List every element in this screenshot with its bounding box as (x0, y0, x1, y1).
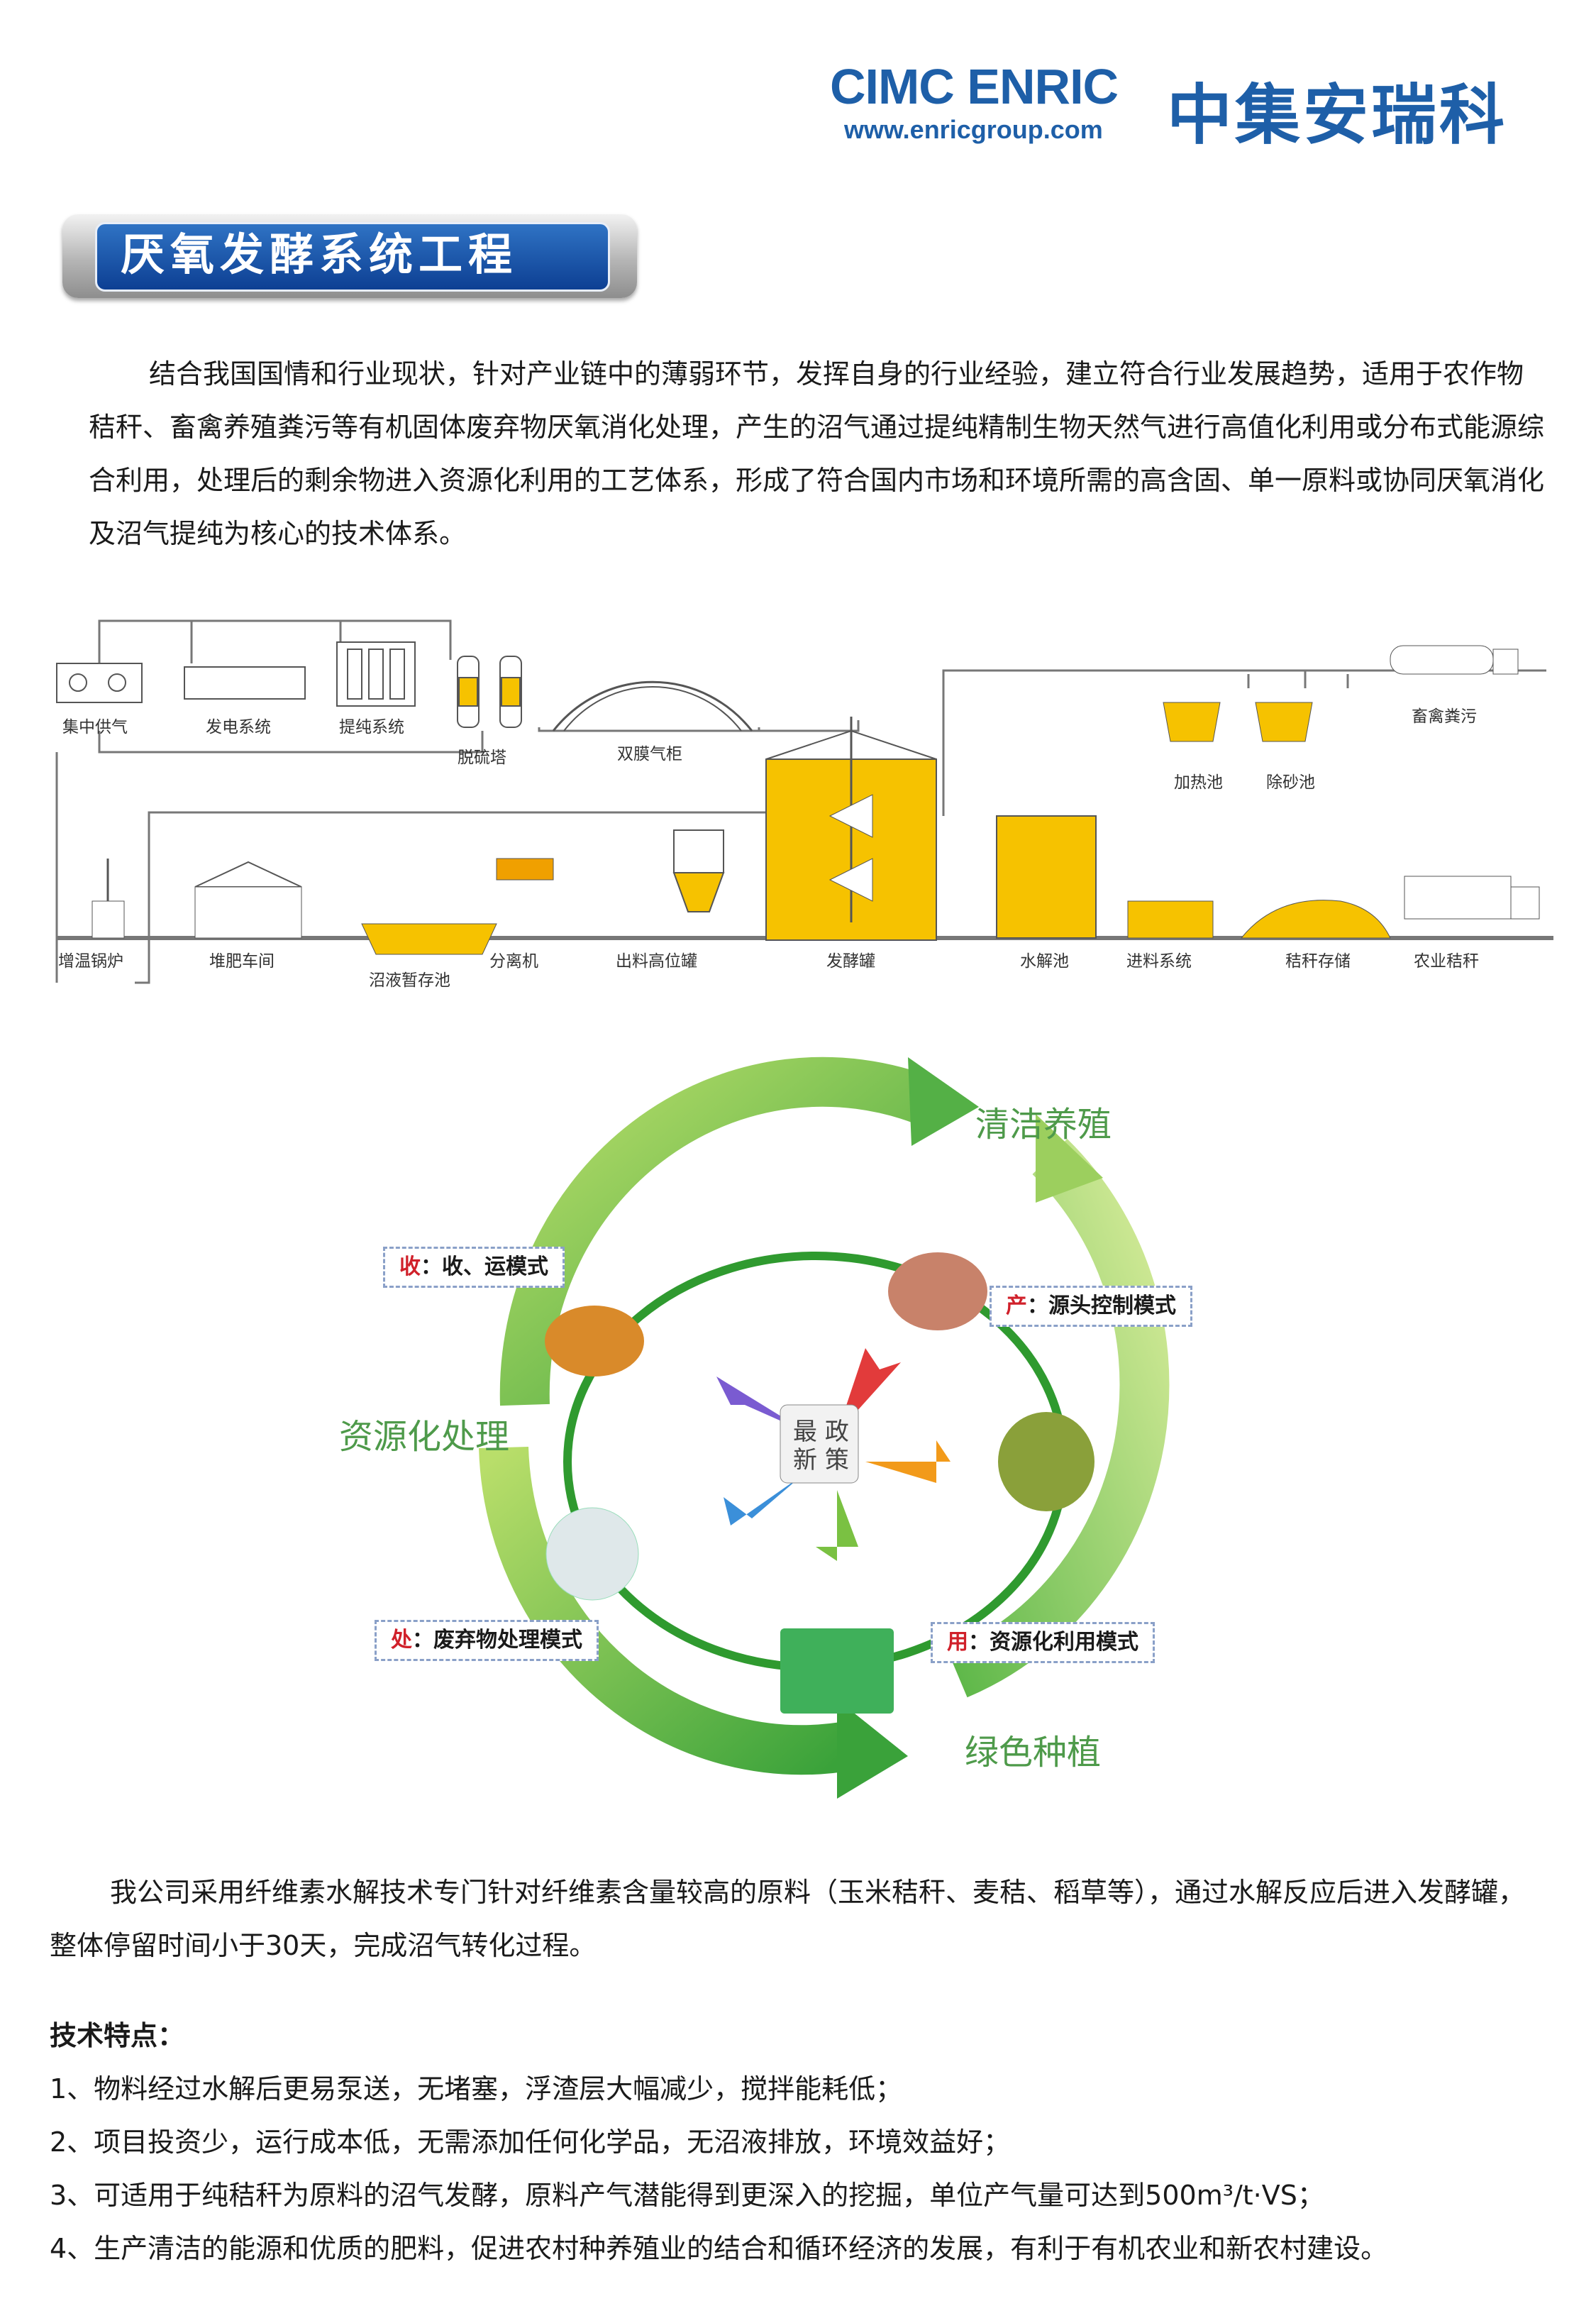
logo-url: www.enricgroup.com (844, 115, 1103, 144)
features-title: 技术特点： (50, 2020, 185, 2051)
label-gas-holder: 双膜气柜 (617, 745, 682, 763)
feature-item: 1、物料经过水解后更易泵送，无堵塞，浮渣层大幅减少，搅拌能耗低； (50, 2073, 903, 2104)
photo-crops (998, 1412, 1095, 1511)
photo-truck (545, 1306, 644, 1377)
process-flow-diagram (55, 619, 1553, 984)
label-resource-treatment: 资源化处理 (339, 1417, 510, 1457)
mode-waste-treatment: 处：废弃物处理模式 (375, 1620, 599, 1661)
feature-item: 2、项目投资少，运行成本低，无需添加任何化学品，无沼液排放，环境效益好； (50, 2126, 1011, 2158)
photo-fertilizer (780, 1628, 894, 1714)
label-desanding-tank: 除砂池 (1266, 773, 1315, 792)
photo-plant (545, 1507, 639, 1601)
mode-collection-transport: 收：收、运模式 (383, 1247, 565, 1288)
page-title: 厌氧发酵系统工程 (121, 228, 519, 280)
intro-paragraph: 结合我国国情和行业现状，针对产业链中的薄弱环节，发挥自身的行业经验，建立符合行业… (89, 358, 1545, 549)
label-agricultural-straw: 农业秸秆 (1414, 952, 1479, 971)
label-digestate-tank: 沼液暂存池 (369, 971, 450, 990)
feature-item: 4、生产清洁的能源和优质的肥料，促进农村种养殖业的结合和循环经济的发展，有利于有… (50, 2233, 1388, 2264)
label-fermenter: 发酵罐 (826, 952, 875, 971)
logo-english: CIMC ENRIC (830, 59, 1119, 114)
label-discharge-tank: 出料高位罐 (616, 952, 697, 971)
label-hydrolysis-tank: 水解池 (1020, 952, 1069, 971)
label-desulfurization-tower: 脱硫塔 (458, 749, 506, 767)
label-power-system: 发电系统 (206, 718, 271, 737)
label-clean-breeding: 清洁养殖 (975, 1105, 1112, 1144)
logo-chinese: 中集安瑞科 (1167, 77, 1508, 153)
label-feeding-system: 进料系统 (1126, 952, 1192, 971)
cycle-diagram (479, 1057, 1170, 1799)
mode-source-control: 产：源头控制模式 (990, 1286, 1192, 1327)
label-boiler: 增温锅炉 (58, 952, 123, 971)
label-manure: 畜禽粪污 (1412, 707, 1477, 726)
mode-resource-utilization: 用：资源化利用模式 (931, 1622, 1155, 1663)
label-heating-tank: 加热池 (1174, 773, 1223, 792)
label-green-planting: 绿色种植 (965, 1733, 1102, 1772)
label-straw-storage: 秸秆存储 (1285, 952, 1351, 971)
label-compost-workshop: 堆肥车间 (209, 952, 275, 971)
center-book-text: 最 政 新 策 (793, 1418, 849, 1474)
feature-item: 3、可适用于纯秸秆为原料的沼气发酵，原料产气潜能得到更深入的挖掘，单位产气量可达… (50, 2180, 1324, 2211)
hydrolysis-paragraph: 我公司采用纤维素水解技术专门针对纤维素含量较高的原料（玉米秸秆、麦秸、稻草等），… (50, 1877, 1526, 1961)
label-upgrading-system: 提纯系统 (339, 718, 404, 737)
label-separator: 分离机 (489, 952, 538, 971)
label-gas-supply: 集中供气 (62, 718, 128, 737)
title-banner (95, 222, 610, 292)
photo-livestock (888, 1252, 987, 1330)
